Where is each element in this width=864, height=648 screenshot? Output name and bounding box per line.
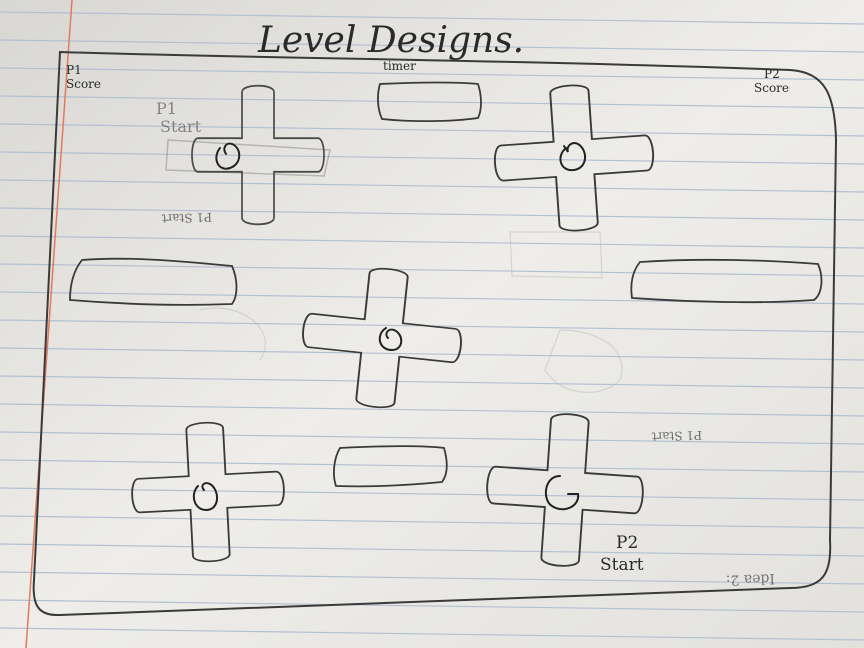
rotate-icon-top-right (559, 142, 586, 172)
p1-start-erased: P1 Start (156, 99, 331, 177)
rule-line (0, 67, 864, 81)
p2-score-label-line1: P2 (764, 67, 780, 81)
rotate-icon-bottom-left (192, 482, 218, 512)
platform-left (69, 257, 238, 306)
p1-start-label-line2: Start (160, 117, 202, 136)
rule-line (0, 347, 864, 361)
rule-line (0, 95, 864, 109)
rule-line (0, 39, 864, 53)
rule-line (0, 11, 864, 25)
rule-line (0, 375, 864, 389)
faint-rectangle (509, 231, 603, 279)
p1-score-label-line1: P1 (66, 63, 82, 77)
rule-line (0, 207, 864, 221)
rule-line (0, 235, 864, 249)
faint-text-2: P1 Start (651, 428, 702, 444)
rotate-icon-center (378, 327, 403, 352)
platform-right (630, 258, 823, 304)
rule-line (0, 431, 864, 445)
level-border (32, 50, 838, 617)
platform-bottom-center (333, 445, 448, 488)
rule-line (0, 459, 864, 473)
rule-line (0, 403, 864, 417)
timer-box (377, 81, 482, 123)
rule-line (0, 515, 864, 529)
p2-start-label-line2: Start (600, 555, 644, 575)
rule-line (0, 627, 864, 641)
rule-line (0, 179, 864, 193)
faint-marks (199, 231, 623, 393)
faint-cross-bar (165, 139, 331, 177)
rule-line (0, 571, 864, 585)
rule-line (0, 599, 864, 613)
faint-text-1: P1 Start (161, 210, 212, 226)
p1-start-label-line1: P1 (156, 99, 177, 118)
rule-line (0, 543, 864, 557)
p2-score-label-line2: Score (754, 81, 789, 95)
rotate-icon-top-left (215, 142, 241, 170)
rule-line (0, 263, 864, 277)
faint-shape (544, 329, 623, 393)
rotate-icon-bottom-right (544, 475, 580, 511)
p2-start-label-line1: P2 (616, 533, 638, 553)
page-title: Level Designs. (257, 20, 524, 61)
p1-score-label-line2: Score (66, 77, 101, 91)
rule-line (0, 487, 864, 501)
margin-line (25, 0, 73, 648)
faint-stroke (199, 307, 266, 361)
rule-line (0, 123, 864, 137)
faint-text-3: Idea 2: (725, 570, 775, 588)
timer-label: timer (383, 59, 416, 73)
rule-line (0, 151, 864, 165)
